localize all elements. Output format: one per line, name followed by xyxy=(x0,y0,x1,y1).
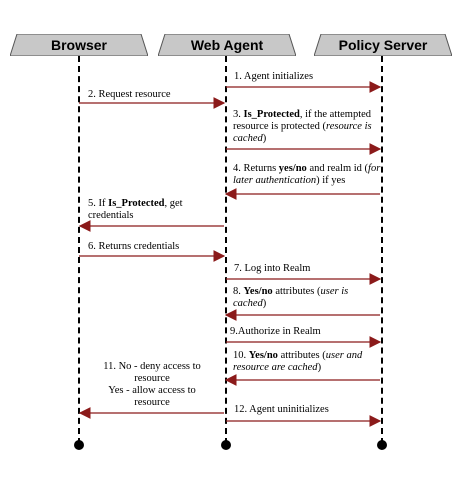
participant-browser: Browser xyxy=(10,34,148,56)
message-10: 10. Yes/no attributes (user and resource… xyxy=(233,350,363,373)
endpoint-browser xyxy=(74,440,84,450)
lifeline-policy-server xyxy=(381,56,383,444)
endpoint-web-agent xyxy=(221,440,231,450)
message-6: 6. Returns credentials xyxy=(88,241,180,252)
participant-box xyxy=(10,34,148,56)
message-12: 12. Agent uninitializes xyxy=(234,404,329,415)
participant-box xyxy=(314,34,452,56)
participant-label: Policy Server xyxy=(338,37,428,53)
participant-policy-server: Policy Server xyxy=(314,34,452,56)
participant-web-agent: Web Agent xyxy=(158,34,296,56)
participant-label: Web Agent xyxy=(190,37,264,53)
message-2: 2. Request resource xyxy=(88,89,171,100)
message-1: 1. Agent initializes xyxy=(234,71,314,82)
participant-label: Browser xyxy=(50,37,108,53)
message-9: 9.Authorize in Realm xyxy=(230,326,321,337)
message-11: 11. No - deny access to resource Yes - a… xyxy=(103,361,201,408)
endpoint-policy-server xyxy=(377,440,387,450)
message-7: 7. Log into Realm xyxy=(234,263,311,274)
message-3: 3. Is_Protected, if the attempted resour… xyxy=(233,109,372,144)
message-4: 4. Returns yes/no and realm id (for late… xyxy=(233,163,381,186)
lifeline-browser xyxy=(78,56,80,444)
participant-box xyxy=(158,34,296,56)
message-8: 8. Yes/no attributes (user is cached) xyxy=(233,286,349,309)
message-5: 5. If Is_Protected, get credentials xyxy=(88,198,183,221)
lifeline-web-agent xyxy=(225,56,227,444)
